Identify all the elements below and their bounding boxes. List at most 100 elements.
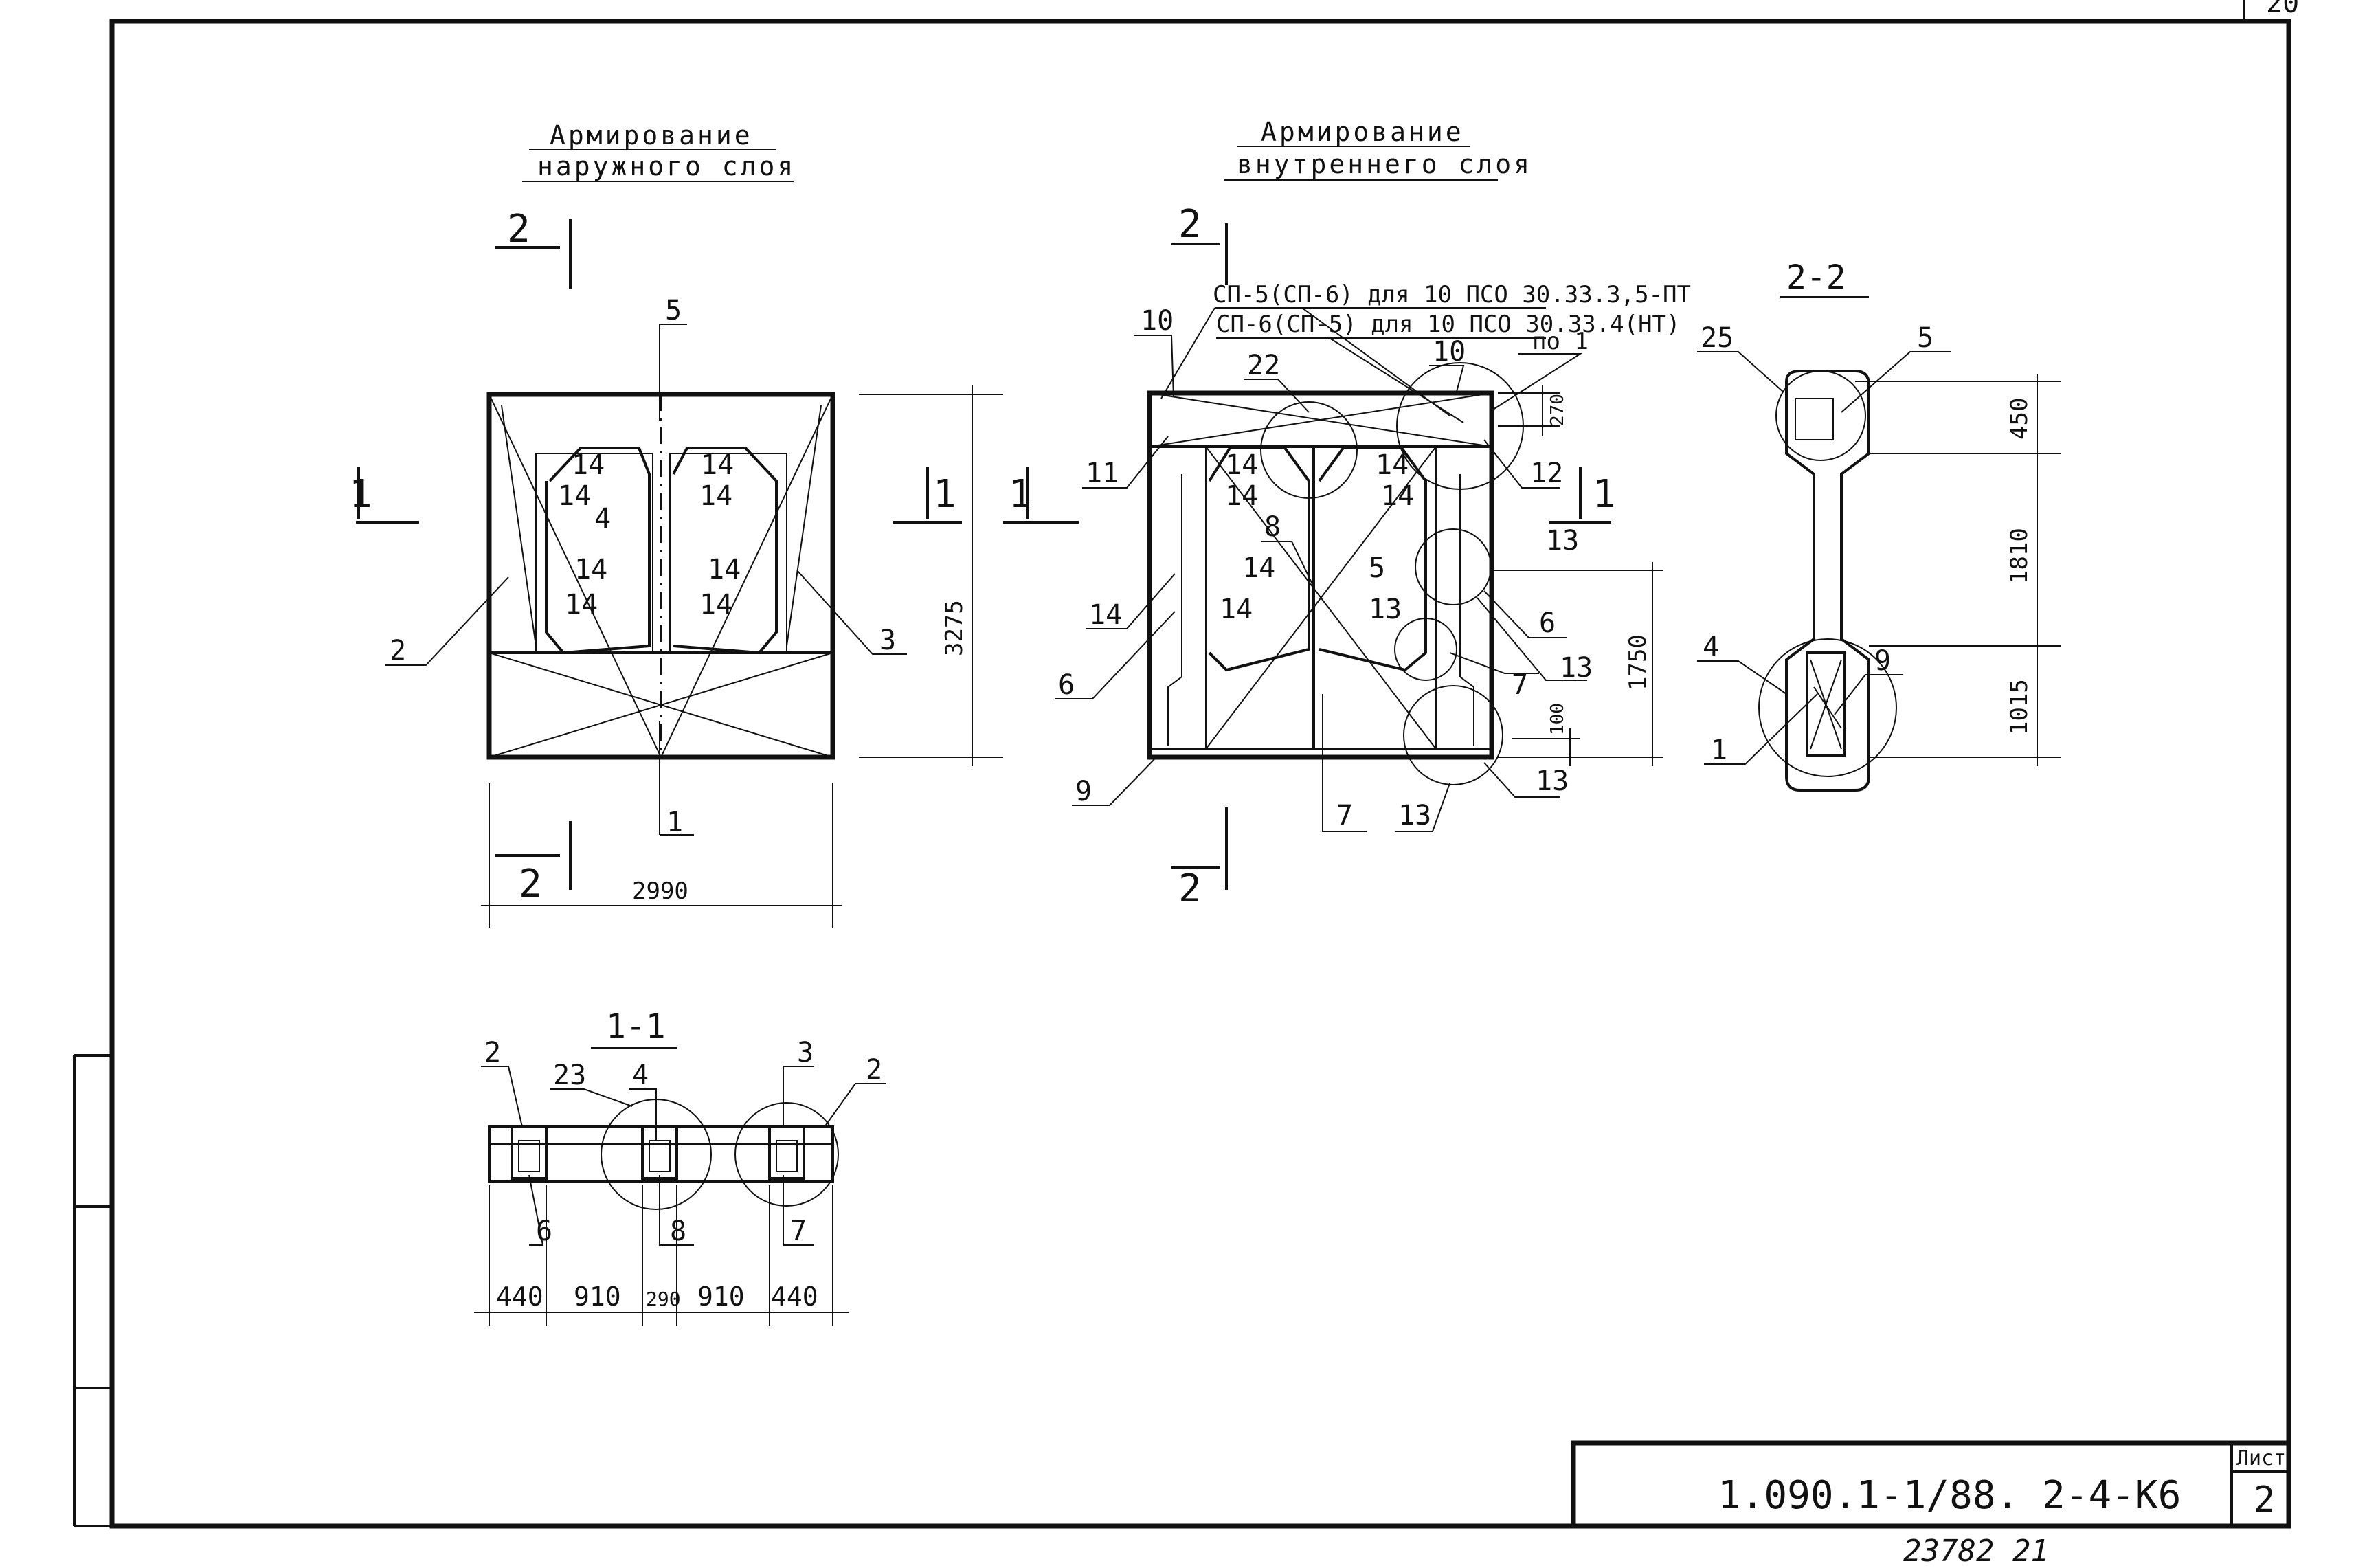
svg-text:5: 5 [1369, 552, 1385, 584]
svg-text:7: 7 [790, 1216, 807, 1247]
inner-notes: СП-5(СП-6) для 10 ПСО 30.33.3,5-ПТ СП-6(… [1160, 281, 1691, 423]
title-block: 1.090.1-1/88. 2-4-К6 Лист 2 [1571, 1440, 2291, 1529]
inner-layer-view [1147, 390, 1494, 760]
stamp-number: 23782 21 [1903, 1534, 2049, 1568]
sp-note-line2: СП-6(СП-5) для 10 ПСО 30.33.4(НТ) [1216, 311, 1681, 338]
svg-text:14: 14 [699, 589, 732, 620]
svg-text:2: 2 [484, 1037, 501, 1068]
svg-text:14: 14 [572, 449, 605, 481]
title-outer-line1: Армирование [550, 120, 753, 150]
section-1-1-dims: 440 910 290 910 440 [474, 1185, 849, 1326]
svg-text:10: 10 [1141, 305, 1174, 337]
svg-text:4: 4 [632, 1060, 649, 1091]
svg-text:1015: 1015 [2006, 679, 2033, 735]
svg-text:4: 4 [1703, 631, 1719, 663]
inner-dims: 270 1750 100 [1498, 385, 1663, 766]
svg-text:14: 14 [708, 554, 741, 585]
sheet-label: Лист [2236, 1446, 2286, 1470]
svg-text:9: 9 [1874, 645, 1891, 677]
svg-text:1: 1 [1711, 735, 1727, 766]
svg-text:1: 1 [666, 807, 683, 838]
svg-text:9: 9 [1075, 776, 1092, 807]
title-outer-line2: наружного слоя [537, 151, 796, 181]
outer-callouts: 5 14 14 14 14 4 14 14 14 14 2 3 1 [385, 295, 907, 838]
svg-text:23: 23 [553, 1060, 586, 1091]
svg-text:6: 6 [1539, 607, 1556, 639]
svg-text:14: 14 [565, 589, 598, 620]
svg-text:1: 1 [933, 472, 956, 517]
title-inner-line1: Армирование [1261, 117, 1464, 147]
svg-text:1750: 1750 [1624, 634, 1652, 691]
svg-text:440: 440 [496, 1281, 543, 1312]
svg-text:25: 25 [1701, 322, 1734, 354]
sp-note-line1: СП-5(СП-6) для 10 ПСО 30.33.3,5-ПТ [1213, 281, 1691, 309]
svg-text:14: 14 [1242, 552, 1275, 584]
svg-text:270: 270 [1547, 394, 1568, 426]
svg-text:1: 1 [349, 472, 372, 517]
svg-text:14: 14 [699, 480, 732, 512]
svg-text:2: 2 [390, 635, 406, 667]
svg-text:8: 8 [1264, 511, 1281, 543]
svg-text:4: 4 [594, 503, 611, 535]
svg-text:по 1: по 1 [1532, 328, 1589, 355]
title-inner-line2: внутреннего слоя [1237, 149, 1532, 179]
svg-text:100: 100 [1547, 703, 1568, 735]
svg-text:14: 14 [574, 554, 607, 585]
title-outer-layer: Армирование наружного слоя [522, 120, 796, 182]
inner-detail-circles [1260, 362, 1524, 785]
svg-text:12: 12 [1530, 458, 1563, 489]
svg-text:3275: 3275 [941, 600, 968, 656]
svg-text:7: 7 [1512, 669, 1528, 701]
svg-text:14: 14 [1225, 449, 1258, 481]
sheet-number: 2 [2254, 1479, 2275, 1521]
svg-text:22: 22 [1247, 350, 1280, 381]
document-code: 1.090.1-1/88. 2-4-К6 [1718, 1473, 2181, 1518]
svg-text:8: 8 [670, 1216, 686, 1247]
svg-text:5: 5 [665, 295, 682, 326]
sheet-frame [73, 0, 2291, 1529]
outer-section-marks: 2 1 1 2 [349, 207, 962, 906]
section-2-2-title: 2-2 [1786, 258, 1846, 297]
svg-text:14: 14 [1089, 599, 1122, 631]
svg-text:13: 13 [1536, 765, 1569, 797]
svg-text:2: 2 [1178, 866, 1202, 911]
svg-text:14: 14 [1225, 480, 1258, 512]
svg-text:290: 290 [646, 1288, 681, 1310]
title-inner-layer: Армирование внутреннего слоя [1224, 117, 1532, 181]
svg-text:450: 450 [2006, 398, 2033, 440]
section-1-1-title: 1-1 [606, 1007, 666, 1046]
section-1-1-callouts: 2 23 4 3 2 6 8 7 [481, 1037, 886, 1247]
svg-text:14: 14 [1220, 594, 1253, 625]
svg-text:10: 10 [1433, 336, 1466, 368]
svg-text:3: 3 [797, 1037, 814, 1068]
svg-text:2: 2 [1178, 202, 1202, 247]
corner-sheet-label: 20 [2266, 0, 2299, 19]
section-2-2-view: 2-2 25 5 4 9 1 [1697, 258, 1951, 792]
svg-text:6: 6 [1058, 669, 1075, 701]
svg-text:13: 13 [1398, 800, 1431, 831]
svg-text:14: 14 [558, 480, 591, 512]
svg-text:1: 1 [1593, 472, 1616, 517]
section-1-1-view: 1-1 [488, 1007, 839, 1210]
svg-text:5: 5 [1917, 322, 1933, 354]
section-2-2-dims: 450 1810 1015 [1855, 374, 2061, 766]
svg-text:14: 14 [701, 449, 734, 481]
outer-dims: 3275 2990 [481, 385, 1003, 928]
svg-text:14: 14 [1376, 449, 1409, 481]
svg-text:13: 13 [1546, 525, 1579, 557]
svg-text:14: 14 [1381, 480, 1414, 512]
svg-text:910: 910 [574, 1281, 621, 1312]
svg-text:1810: 1810 [2006, 528, 2033, 584]
svg-text:910: 910 [697, 1281, 745, 1312]
svg-text:440: 440 [771, 1281, 818, 1312]
svg-text:2990: 2990 [632, 877, 688, 905]
svg-text:2: 2 [866, 1054, 882, 1086]
svg-text:2: 2 [507, 207, 530, 251]
svg-text:7: 7 [1336, 800, 1353, 831]
svg-text:13: 13 [1369, 594, 1402, 625]
inner-callouts: 10 22 10 11 14 14 14 14 12 8 14 14 5 13 … [1055, 305, 1593, 832]
svg-text:2: 2 [519, 862, 542, 906]
outer-layer-view [486, 392, 835, 760]
svg-text:3: 3 [879, 625, 896, 656]
